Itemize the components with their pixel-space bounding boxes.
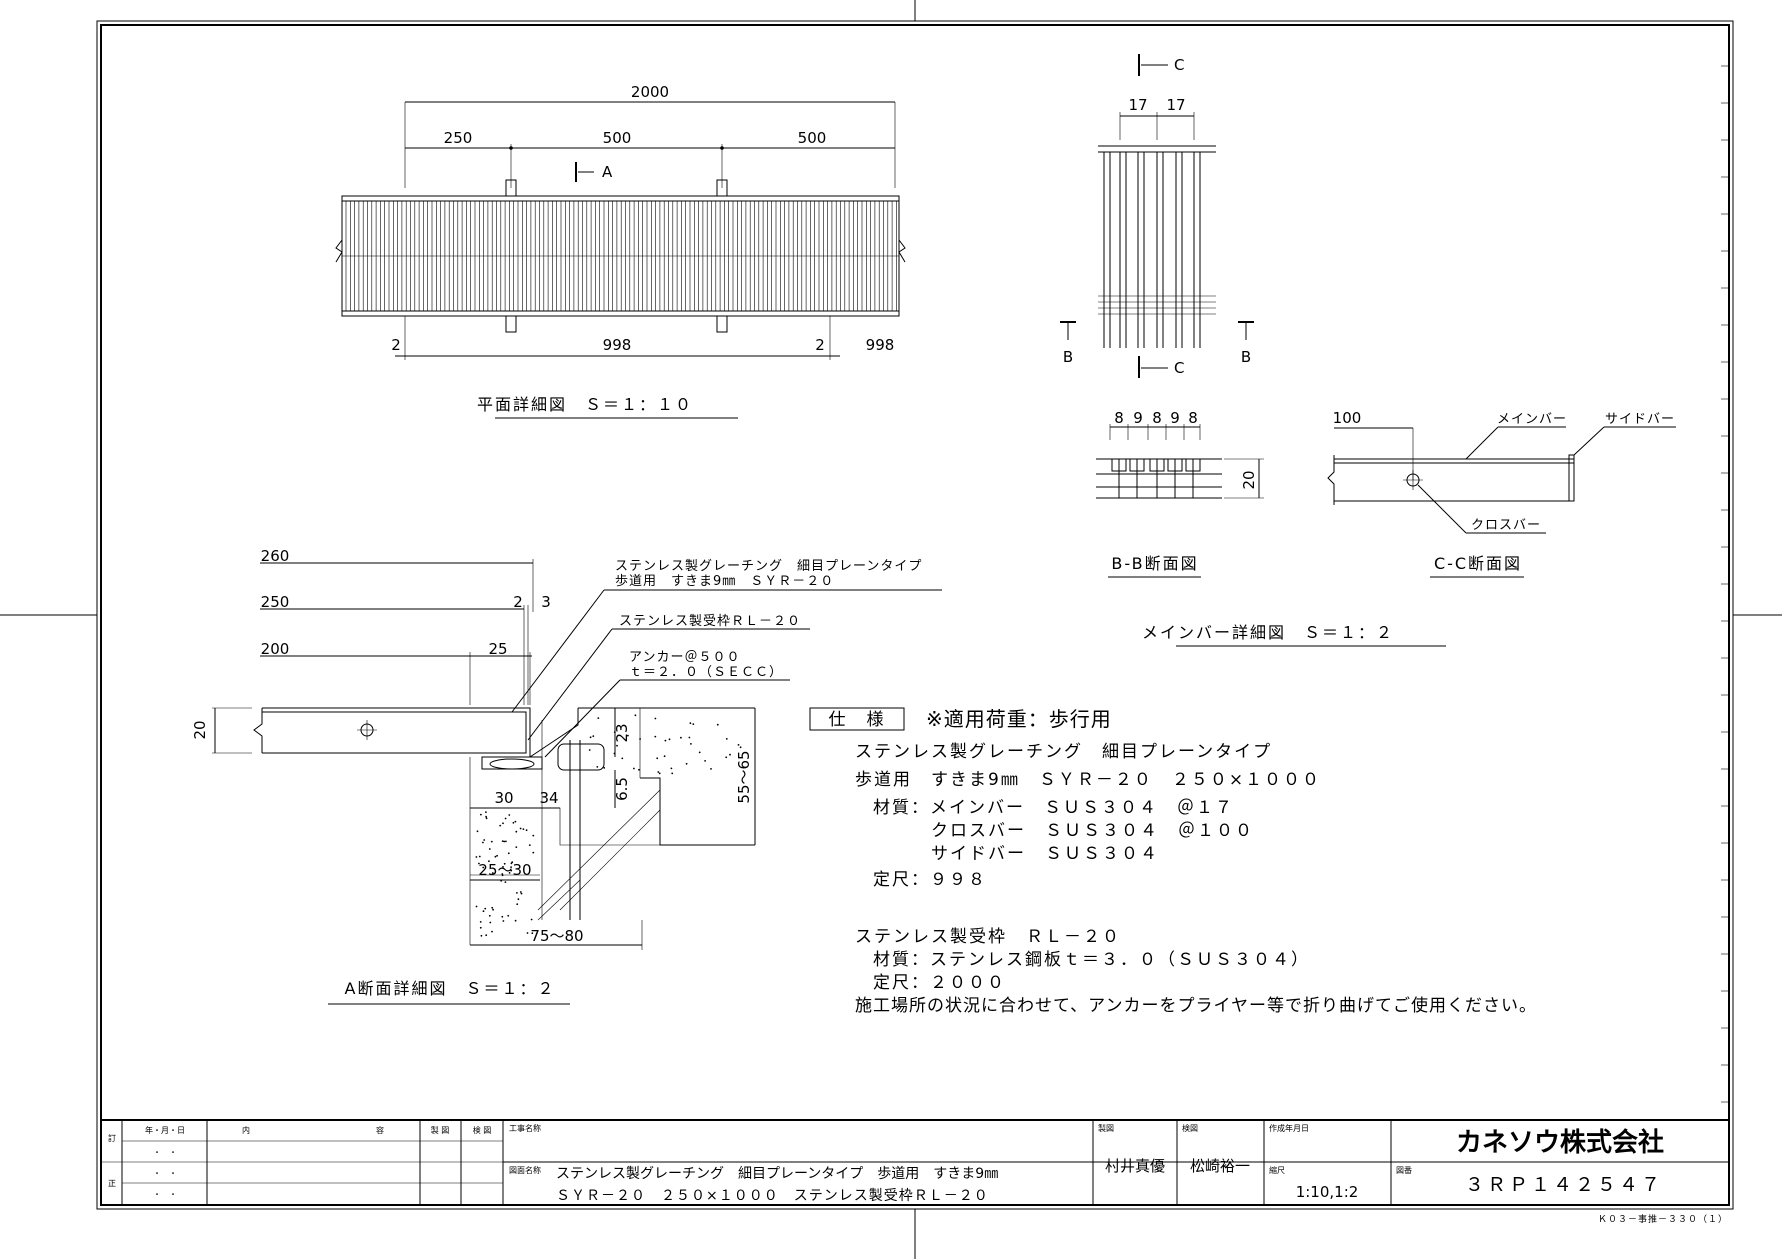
a-dim-3: 3 — [541, 593, 551, 611]
spec-line-5: 定尺：９９８ — [873, 870, 987, 890]
c-label-top: C — [1174, 56, 1184, 74]
cc-label-cross: クロスバー — [1471, 518, 1541, 533]
a-note-grating-1: ステンレス製グレーチング 細目プレーンタイプ — [615, 559, 922, 574]
plan-dim-2000: 2000 — [631, 83, 669, 101]
b-label-right: B — [1241, 348, 1251, 366]
b-label-left: B — [1063, 348, 1073, 366]
tb-project-label: 工事名称 — [509, 1123, 541, 1133]
spec-badge: 仕 様 — [829, 710, 886, 730]
plan-dim-2b: 2 — [815, 336, 825, 354]
plan-dim-998b: 998 — [866, 336, 895, 354]
a-note-frame: ステンレス製受枠ＲＬ－２０ — [619, 614, 801, 629]
bb-title: B-B断面図 — [1111, 554, 1198, 573]
a-dim-25-30: 25～30 — [478, 861, 531, 879]
a-dim-250: 250 — [261, 593, 290, 611]
cc-dim-100: 100 — [1333, 409, 1362, 427]
a-dim-75-80: 75～80 — [530, 927, 583, 945]
a-dim-20: 20 — [191, 720, 209, 739]
a-dim-30: 30 — [494, 789, 513, 807]
tb-rev-label: 訂 — [108, 1133, 116, 1143]
a-note-anchor-2: ｔ＝２．０（ＳＥＣＣ） — [629, 665, 783, 680]
a-dim-2: 2 — [513, 593, 523, 611]
plan-dim-500b: 500 — [798, 129, 827, 147]
cc-title: C-C断面図 — [1434, 554, 1522, 573]
spec-line-4: サイドバー ＳＵＳ３０４ — [931, 844, 1159, 864]
cc-label-main: メインバー — [1497, 412, 1567, 427]
spec-line-1: 歩道用 すきま9㎜ ＳＹＲ－２０ ２５０×１０００ — [855, 770, 1321, 790]
tb-drawing-name-1: ステンレス製グレーチング 細目プレーンタイプ 歩道用 すきま9㎜ — [556, 1166, 998, 1182]
plan-title: 平面詳細図 Ｓ＝１：１０ — [477, 395, 693, 414]
plan-dim-250: 250 — [444, 129, 473, 147]
tb-form-code: Ｋ０３－事推－３３０（１） — [1598, 1213, 1728, 1225]
tb-scale-label: 縮尺 — [1269, 1165, 1285, 1175]
tb-number-label: 図番 — [1396, 1165, 1412, 1175]
spec-line-9: 施工場所の状況に合わせて、アンカーをプライヤー等で折り曲げてご使用ください。 — [855, 995, 1537, 1016]
spec-block: 仕 様 ※適用荷重：歩行用 ステンレス製グレーチング 細目プレーンタイプ 歩道用… — [809, 707, 1537, 1016]
a-dim-260: 260 — [261, 547, 290, 565]
cc-label-side: サイドバー — [1605, 412, 1675, 427]
tb-col-draw: 製 図 — [431, 1125, 450, 1135]
tb-rev-label-2: 正 — [108, 1179, 116, 1188]
tb-drawing-name-2: ＳＹＲ－２０ ２５０×１０００ ステンレス製受枠ＲＬ－２０ — [556, 1188, 989, 1204]
tb-col-check: 検 図 — [473, 1125, 492, 1135]
tb-col-content-2: 容 — [376, 1125, 384, 1135]
a-dim-55-65: 55～65 — [735, 750, 753, 803]
bb-dim-1: 9 — [1133, 409, 1143, 427]
dim-17a: 17 — [1128, 96, 1147, 114]
plan-dim-998a: 998 — [603, 336, 632, 354]
tb-col-content-1: 内 — [242, 1125, 250, 1135]
tb-drawn-value: 村井真優 — [1105, 1157, 1165, 1175]
a-section-title: A断面詳細図 Ｓ＝１：２ — [345, 979, 556, 998]
tb-dots-1: ・ ・ — [153, 1148, 177, 1157]
c-label-bottom: C — [1174, 359, 1184, 377]
bb-dim-0: 8 — [1114, 409, 1124, 427]
plan-dim-2a: 2 — [391, 336, 401, 354]
a-dim-6-5: 6.5 — [613, 777, 631, 801]
cc-section: 100 メインバー サイドバー クロスバー C-C断面図 — [1327, 409, 1676, 578]
spec-load: ※適用荷重：歩行用 — [926, 707, 1112, 731]
section-a-detail: 260 250 2 3 200 25 20 — [191, 547, 942, 1005]
bb-section: 8 9 8 9 8 20 B-B断面図 — [1096, 409, 1264, 578]
spec-line-8: 定尺：２０００ — [873, 973, 1006, 993]
tb-number-value: ３ＲＰ１４２５４７ — [1465, 1174, 1663, 1196]
tb-col-date: 年・月・日 — [145, 1125, 185, 1135]
spec-line-0: ステンレス製グレーチング 細目プレーンタイプ — [855, 742, 1272, 762]
spec-line-3: クロスバー ＳＵＳ３０４ ＠１００ — [931, 821, 1254, 841]
tb-checked-label: 検図 — [1182, 1123, 1198, 1133]
tb-checked-value: 松崎裕一 — [1190, 1157, 1250, 1175]
spec-line-6: ステンレス製受枠 ＲＬ－２０ — [855, 927, 1121, 947]
a-dim-23: 23 — [613, 723, 631, 742]
a-note-grating-2: 歩道用 すきま9㎜ ＳＹＲ－２０ — [615, 574, 834, 589]
a-dim-34: 34 — [539, 789, 558, 807]
a-dim-200: 200 — [261, 640, 290, 658]
plan-view: 2000 250 500 500 A 2 998 2 998 平面詳細図 Ｓ＝１… — [335, 83, 906, 419]
plan-dim-500a: 500 — [603, 129, 632, 147]
spec-line-2: 材質：メインバー ＳＵＳ３０４ ＠１７ — [873, 798, 1234, 818]
title-block: 訂 正 年・月・日 内 容 製 図 検 図 ・ ・ ・ ・ ・ ・ 工事名称 図… — [101, 1119, 1729, 1225]
tb-drawn-label: 製図 — [1098, 1123, 1114, 1133]
company-logo: カネソウ株式会社 — [1456, 1127, 1664, 1158]
tb-dots-2: ・ ・ — [153, 1169, 177, 1178]
bb-dim-3: 9 — [1170, 409, 1180, 427]
a-note-anchor-1: アンカー＠５００ — [629, 650, 740, 665]
section-a-marker: A — [602, 163, 613, 181]
spec-line-7: 材質：ステンレス鋼板ｔ＝３．０（ＳＵＳ３０４） — [873, 950, 1310, 970]
member-detail-title: メインバー詳細図 Ｓ＝１：２ — [1142, 623, 1394, 642]
dim-17b: 17 — [1166, 96, 1185, 114]
tb-scale-value: 1:10,1:2 — [1296, 1183, 1359, 1201]
bb-height-20: 20 — [1240, 470, 1258, 489]
member-elevation: C 17 17 B B C — [1060, 54, 1254, 378]
bb-dim-2: 8 — [1152, 409, 1162, 427]
tb-drawing-name-label: 図面名称 — [509, 1165, 541, 1175]
a-dim-25: 25 — [488, 640, 507, 658]
tb-date-label: 作成年月日 — [1269, 1123, 1309, 1133]
bb-dim-4: 8 — [1188, 409, 1198, 427]
tb-dots-3: ・ ・ — [153, 1190, 177, 1199]
